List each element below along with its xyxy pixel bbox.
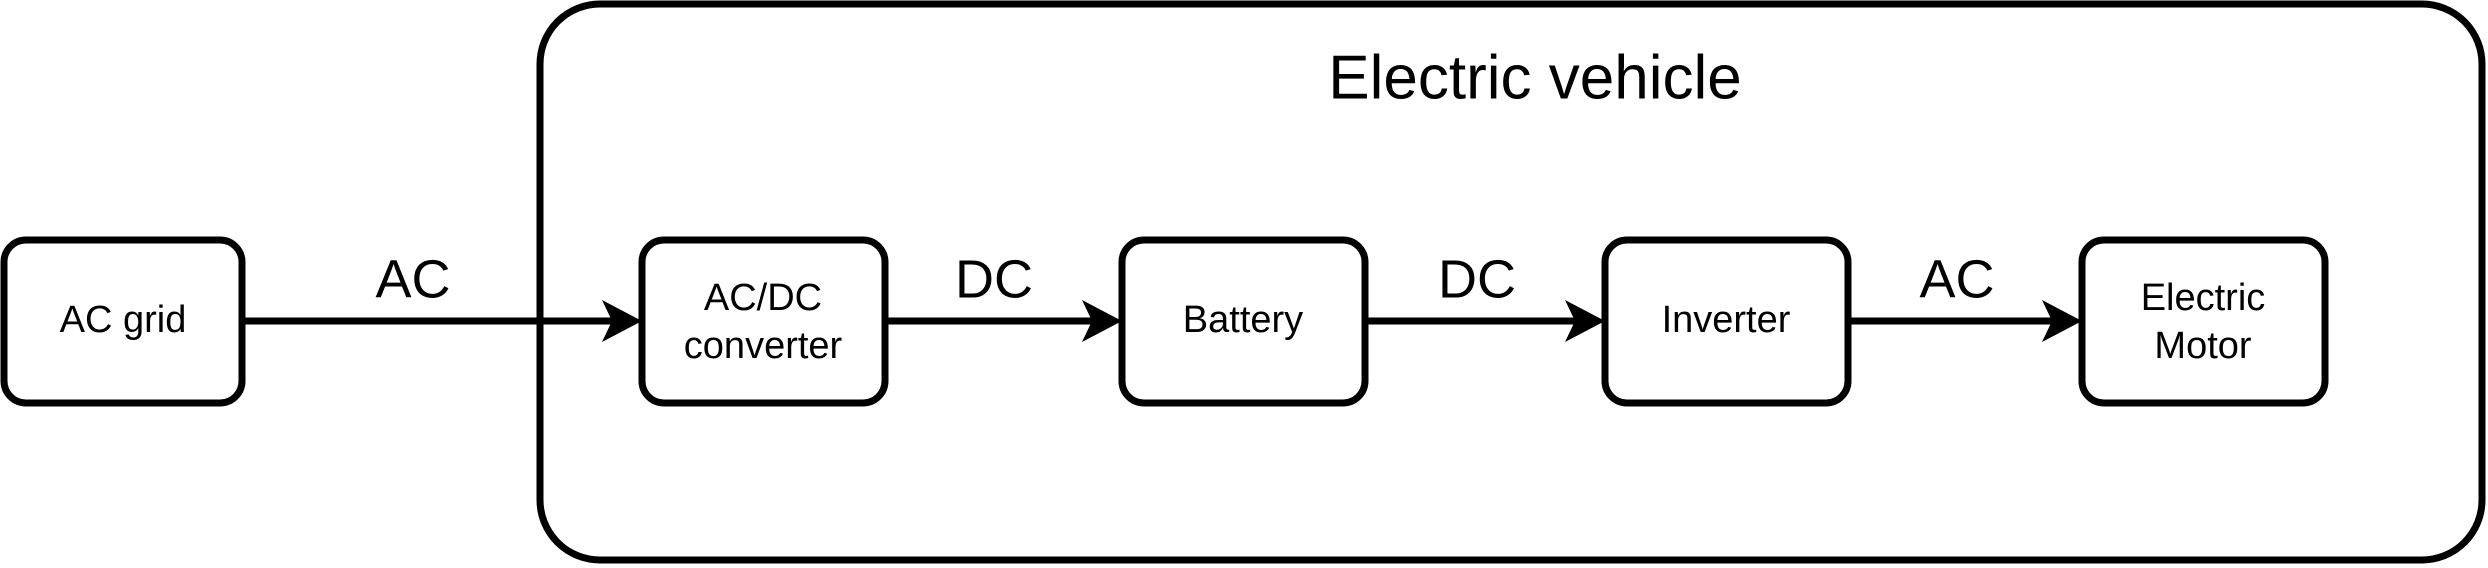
node-ac-dc-converter-label-line2: converter <box>684 325 843 367</box>
node-inverter[interactable]: Inverter <box>1601 236 1852 407</box>
node-ac-grid-box[interactable] <box>0 236 246 407</box>
node-battery-box[interactable] <box>1118 236 1369 407</box>
edge-battery-to-inverter: DC <box>1365 249 1605 342</box>
edge-label-dc-2: DC <box>1438 249 1516 309</box>
node-ac-grid-label: AC grid <box>60 299 187 341</box>
node-inverter-box[interactable] <box>1601 236 1852 407</box>
node-ac-grid[interactable]: AC grid <box>0 236 246 407</box>
node-ac-dc-converter-label-line1: AC/DC <box>704 277 822 319</box>
edge-label-ac-1: AC <box>375 249 450 309</box>
edge-inverter-to-motor: AC <box>1848 249 2082 342</box>
arrow-head-icon <box>602 300 642 342</box>
edge-converter-to-battery: DC <box>885 249 1122 342</box>
edge-label-ac-2: AC <box>1919 249 1994 309</box>
node-electric-motor[interactable]: Electric Motor <box>2078 236 2329 407</box>
edge-label-dc-1: DC <box>955 249 1033 309</box>
arrow-head-icon <box>1565 300 1605 342</box>
arrow-head-icon <box>1082 300 1122 342</box>
arrow-head-icon <box>2042 300 2082 342</box>
node-electric-motor-label-line2: Motor <box>2154 325 2251 367</box>
electric-vehicle-title: Electric vehicle <box>1328 43 1741 112</box>
node-electric-motor-box[interactable] <box>2078 236 2329 407</box>
node-ac-dc-converter-box[interactable] <box>638 236 889 407</box>
node-ac-dc-converter[interactable]: AC/DC converter <box>638 236 889 407</box>
electric-vehicle-container <box>536 0 2486 564</box>
node-battery-label: Battery <box>1183 299 1303 341</box>
node-electric-motor-label-line1: Electric <box>2141 277 2266 319</box>
node-inverter-label: Inverter <box>1662 299 1791 341</box>
node-battery[interactable]: Battery <box>1118 236 1369 407</box>
edge-grid-to-converter: AC <box>242 249 642 342</box>
